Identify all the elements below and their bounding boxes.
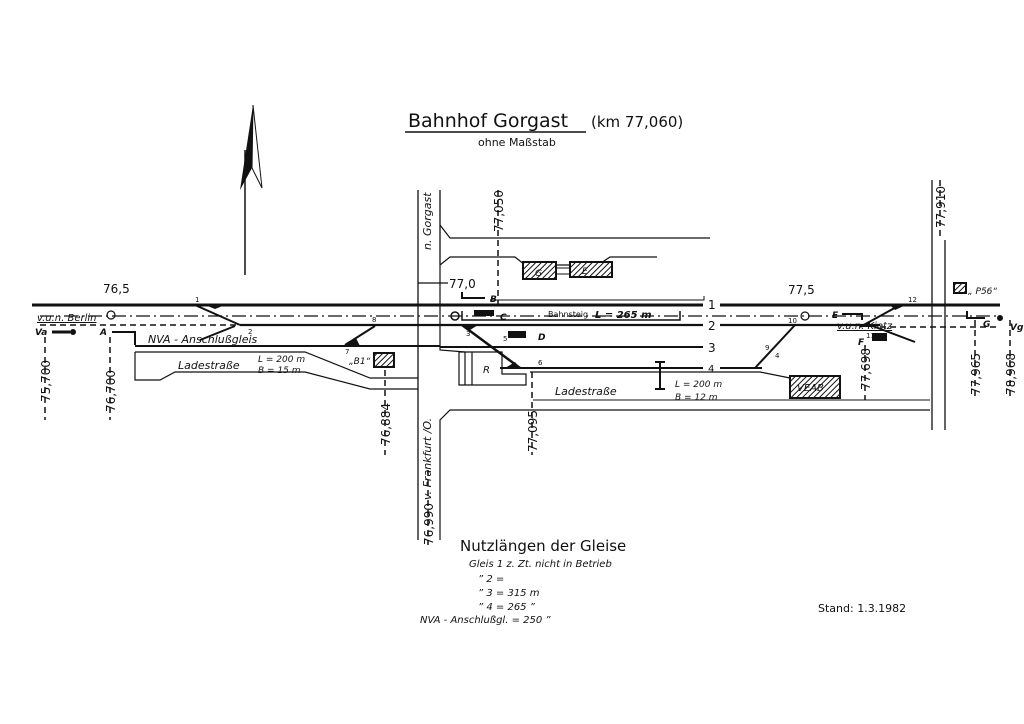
building-p56 <box>953 282 967 294</box>
svg-text:11: 11 <box>866 332 875 340</box>
km-post-77-095: 77,095 <box>526 410 540 452</box>
platform <box>461 311 681 321</box>
signal-d: D <box>538 333 546 343</box>
subtitle: ohne Maßstab <box>478 136 556 149</box>
track-label-4: 4 <box>708 364 714 375</box>
building-veab-label: VEAB <box>797 383 824 394</box>
lengths-row: NVA - Anschlußgl. = 250 ” <box>420 615 551 626</box>
road-label-gorgast: n. Gorgast <box>421 192 434 250</box>
lengths-row: ” 2 = <box>478 574 504 585</box>
signal-c: C <box>500 313 507 323</box>
km-post-77-910: 77,910 <box>934 186 948 228</box>
signal-e: E <box>832 311 839 321</box>
svg-text:9: 9 <box>765 344 769 352</box>
title: Bahnhof Gorgast <box>408 110 568 132</box>
km-post-78-968: 78,968 <box>1004 353 1018 395</box>
north-arrow-icon <box>240 104 263 275</box>
signal-g: G <box>983 320 990 330</box>
ramp-r <box>458 351 527 386</box>
lengths-heading: Nutzlängen der Gleise <box>460 537 626 555</box>
km-post-76-700: 76,700 <box>104 370 118 412</box>
track-label-1: 1 <box>708 298 716 312</box>
building-p56-label: „ P56“ <box>968 287 997 297</box>
km-post-76-990: 76,990 <box>422 503 436 545</box>
signal-f: F <box>858 338 865 348</box>
title-km: (km 77,060) <box>591 113 683 131</box>
signal-b: B <box>490 295 497 305</box>
km-posts <box>44 180 1011 545</box>
km-label-77-5: 77,5 <box>788 283 815 297</box>
km-marker-icon <box>106 310 116 320</box>
building-e <box>569 261 613 278</box>
loading-road-right-name: Ladestraße <box>555 385 617 398</box>
stand-date: Stand: 1.3.1982 <box>818 602 906 615</box>
platform-edge <box>490 296 705 301</box>
svg-text:8: 8 <box>372 316 376 324</box>
signal-a: A <box>99 328 107 338</box>
loading-road-right-length: L = 200 m <box>675 380 722 390</box>
road-label-frankfurt: v. Frankfurt /O. <box>421 418 434 500</box>
svg-text:5: 5 <box>503 335 507 343</box>
svg-text:4: 4 <box>775 352 780 360</box>
loading-road-right <box>530 371 791 379</box>
svg-text:7: 7 <box>345 348 349 356</box>
svg-text:2: 2 <box>248 328 252 336</box>
platform-length: L = 265 m <box>595 310 652 321</box>
building-veab <box>789 375 841 399</box>
km-label-76-5: 76,5 <box>103 282 130 296</box>
building-g-label: G <box>535 269 542 279</box>
track-label-2: 2 <box>708 319 716 333</box>
loading-road-left-name: Ladestraße <box>178 359 240 372</box>
loading-road-right-width: B = 12 m <box>675 393 718 403</box>
km-post-77-050: 77,050 <box>492 190 506 232</box>
svg-text:3: 3 <box>466 330 470 338</box>
lengths-row: ” 4 = 265 ” <box>478 602 536 613</box>
lengths-table: Gleis 1 z. Zt. nicht in Betrieb ” 2 = ” … <box>420 559 612 626</box>
lengths-row: Gleis 1 z. Zt. nicht in Betrieb <box>469 559 612 570</box>
km-label-77-0: 77,0 <box>449 277 476 291</box>
building-b1-label: „B1“ <box>349 357 371 367</box>
svg-text:12: 12 <box>908 296 917 304</box>
svg-text:6: 6 <box>538 359 543 367</box>
track-label-3: 3 <box>708 341 716 355</box>
loading-road-left <box>134 351 418 390</box>
building-b1 <box>373 352 395 368</box>
nva-siding-label: NVA - Anschlußgleis <box>148 333 258 346</box>
direction-berlin: v.u.n. Berlin <box>37 313 97 324</box>
building-g <box>522 261 557 280</box>
svg-text:1: 1 <box>195 296 199 304</box>
km-marker-icon <box>800 311 810 321</box>
platform-label: Bahnsteig <box>548 310 588 319</box>
km-post-77-965: 77,965 <box>969 353 983 395</box>
loading-road-left-length: L = 200 m <box>258 355 305 365</box>
ramp-r-label: R <box>483 365 490 376</box>
switch-numbers: 1 2 3 4 5 6 7 8 9 10 11 12 <box>195 296 917 367</box>
building-e-label: E <box>582 267 588 277</box>
roads <box>417 180 946 540</box>
station-symbol-icon <box>450 311 460 321</box>
signal-va: Va <box>35 328 47 338</box>
crane-icon <box>655 361 665 390</box>
km-post-75-700: 75,700 <box>39 360 53 402</box>
tracks <box>32 303 1000 370</box>
signal-vg: Vg <box>1010 323 1024 333</box>
direction-kietz: v.u.n. Kietz <box>837 321 893 332</box>
loading-road-left-width: B = 15 m <box>258 366 301 376</box>
km-post-77-698: 77,698 <box>859 348 873 390</box>
lengths-row: ” 3 = 315 m <box>478 588 540 599</box>
km-post-76-884: 76,884 <box>379 403 393 445</box>
svg-text:10: 10 <box>788 317 797 325</box>
